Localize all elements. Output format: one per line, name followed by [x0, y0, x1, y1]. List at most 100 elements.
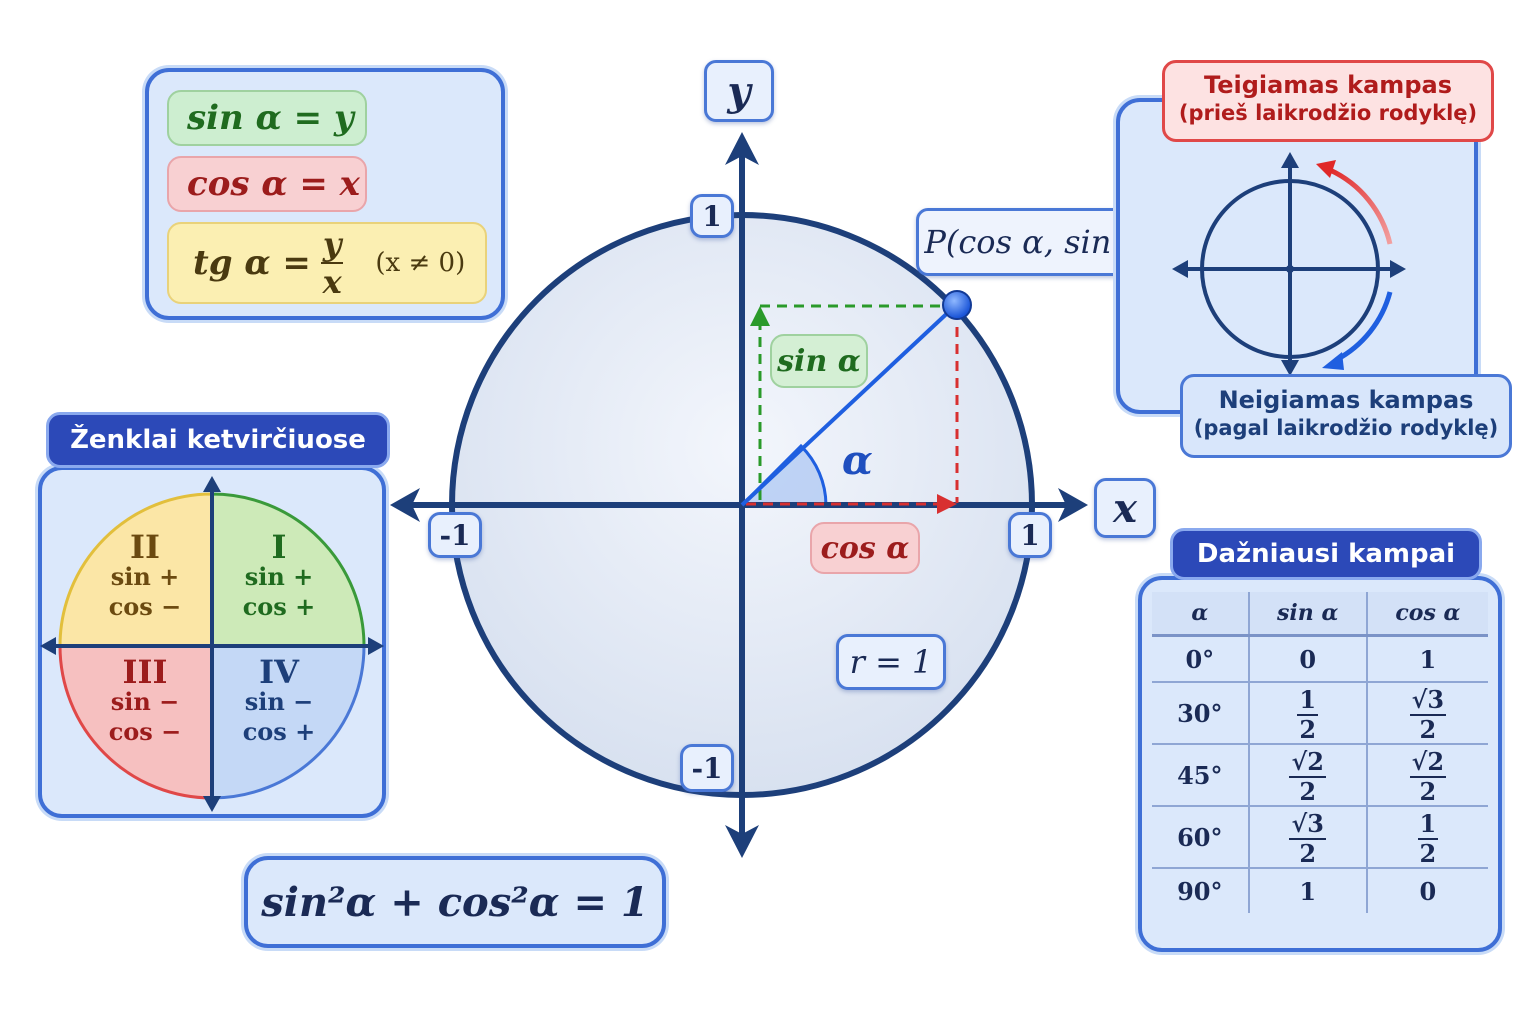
angle-cell: 30° — [1152, 682, 1250, 745]
angle-cell: 90° — [1152, 868, 1250, 913]
fraction-numerator: √3 — [1409, 684, 1447, 716]
fraction-denominator: 2 — [1299, 776, 1317, 806]
x-axis-arrow-right — [1058, 488, 1088, 522]
fraction-numerator: 1 — [1417, 808, 1439, 840]
fraction-numerator: √3 — [1289, 808, 1326, 840]
header-cos: cos α — [1366, 592, 1488, 637]
quadrant-x-arrow-left — [40, 637, 56, 655]
quadrant-i-fill — [210, 492, 366, 648]
quadrant-ii-cos: cos − — [108, 592, 182, 621]
y-tick-minus-1: -1 — [680, 744, 734, 792]
quadrants-title: Ženklai ketvirčiuose — [46, 412, 390, 468]
quadrant-iii-cos: cos − — [108, 717, 182, 746]
quadrant-y-arrow-down — [203, 796, 221, 812]
sin-cell: 1 — [1248, 868, 1368, 913]
direction-origin — [1286, 265, 1294, 273]
quadrant-i-cos: cos + — [242, 592, 316, 621]
fraction-numerator: √2 — [1289, 746, 1326, 778]
angle-cell: 0° — [1152, 635, 1250, 683]
negative-direction-arrow — [1322, 352, 1344, 370]
direction-y-arrow-down — [1281, 360, 1299, 376]
x-axis-arrow-left — [390, 488, 420, 522]
quadrant-ii: II sin + cos − — [90, 528, 200, 622]
quadrant-ii-sin: sin + — [110, 562, 180, 591]
quadrant-iv-cos: cos + — [242, 717, 316, 746]
quadrant-iii-sin: sin − — [110, 687, 180, 716]
cos-cell: 0 — [1419, 876, 1437, 906]
positive-direction-arrow — [1316, 160, 1336, 178]
fraction-numerator: √2 — [1409, 746, 1447, 778]
direction-x-arrow-left — [1172, 260, 1188, 278]
positive-angle-box: Teigiamas kampas (prieš laikrodžio rodyk… — [1162, 60, 1494, 142]
y-axis-label: y — [704, 60, 774, 122]
y-axis-arrow-down — [725, 825, 759, 858]
sin-cell: 0 — [1248, 635, 1368, 683]
tg-label: tg α = — [193, 243, 311, 283]
quadrant-iv: IV sin − cos + — [224, 653, 334, 747]
fraction-denominator: 2 — [1419, 838, 1437, 868]
header-sin: sin α — [1248, 592, 1368, 637]
direction-x-arrow-right — [1390, 260, 1406, 278]
fraction-denominator: 2 — [1299, 838, 1317, 868]
fraction-denominator: 2 — [1419, 714, 1437, 744]
point-p — [942, 290, 972, 320]
fraction-denominator: 2 — [1419, 776, 1437, 806]
quadrant-iii: III sin − cos − — [90, 656, 200, 747]
tg-condition: (x ≠ 0) — [375, 248, 466, 278]
quadrant-x-arrow-right — [368, 637, 384, 655]
y-tick-1: 1 — [690, 194, 734, 238]
quadrant-iv-fill — [210, 644, 366, 800]
negative-angle-title: Neigiamas kampas — [1218, 386, 1474, 414]
table-row: 90° 1 0 — [1152, 868, 1488, 913]
angle-cell: 60° — [1152, 806, 1250, 869]
definitions-panel: sin α = y cos α = x tg α = y x (x ≠ 0) — [145, 68, 505, 320]
sin-arrow-head — [750, 306, 770, 326]
quadrant-i-numeral: I — [271, 528, 287, 566]
quadrant-i-sin: sin + — [244, 562, 314, 591]
quadrant-iv-numeral: IV — [259, 653, 299, 691]
cos-definition: cos α = x — [167, 156, 367, 212]
tg-numerator: y — [320, 225, 344, 264]
quadrant-ii-numeral: II — [130, 528, 160, 566]
radius-line — [740, 304, 957, 507]
x-tick-1: 1 — [1008, 512, 1052, 558]
negative-angle-subtitle: (pagal laikrodžio rodyklę) — [1193, 416, 1499, 440]
tg-definition: tg α = y x (x ≠ 0) — [167, 222, 487, 304]
sin-alpha-label: sin α — [770, 334, 868, 388]
table-header-row: α sin α cos α — [1152, 592, 1488, 637]
cos-cell: 1 — [1366, 635, 1488, 683]
x-axis-label: x — [1094, 478, 1156, 538]
cos-alpha-label: cos α — [810, 522, 920, 574]
fraction-numerator: 1 — [1297, 684, 1319, 716]
table-row: 0° 0 1 — [1152, 635, 1488, 683]
quadrant-i: I sin + cos + — [224, 528, 334, 622]
identity-panel: sin²α + cos²α = 1 — [244, 856, 666, 948]
angles-table-title: Dažniausi kampai — [1170, 528, 1482, 580]
identity-formula: sin²α + cos²α = 1 — [261, 878, 649, 926]
quadrant-iii-fill — [58, 644, 214, 800]
quadrants-diagram — [40, 476, 384, 812]
positive-direction-arc — [1328, 167, 1393, 245]
cos-arrow-head — [937, 494, 957, 514]
tg-fraction: y x — [320, 225, 344, 301]
quadrant-ii-fill — [58, 492, 214, 648]
quadrant-y-arrow-up — [203, 476, 221, 492]
direction-diagram — [1172, 152, 1406, 376]
negative-direction-arc — [1334, 291, 1393, 363]
radius-label: r = 1 — [836, 634, 946, 690]
direction-y-arrow-up — [1281, 152, 1299, 168]
fraction-denominator: 2 — [1299, 714, 1317, 744]
y-axis-arrow-up — [725, 132, 759, 165]
x-tick-minus-1: -1 — [428, 512, 482, 558]
tg-denominator: x — [322, 263, 342, 301]
angle-label: α — [842, 437, 873, 484]
quadrant-iv-sin: sin − — [244, 687, 314, 716]
